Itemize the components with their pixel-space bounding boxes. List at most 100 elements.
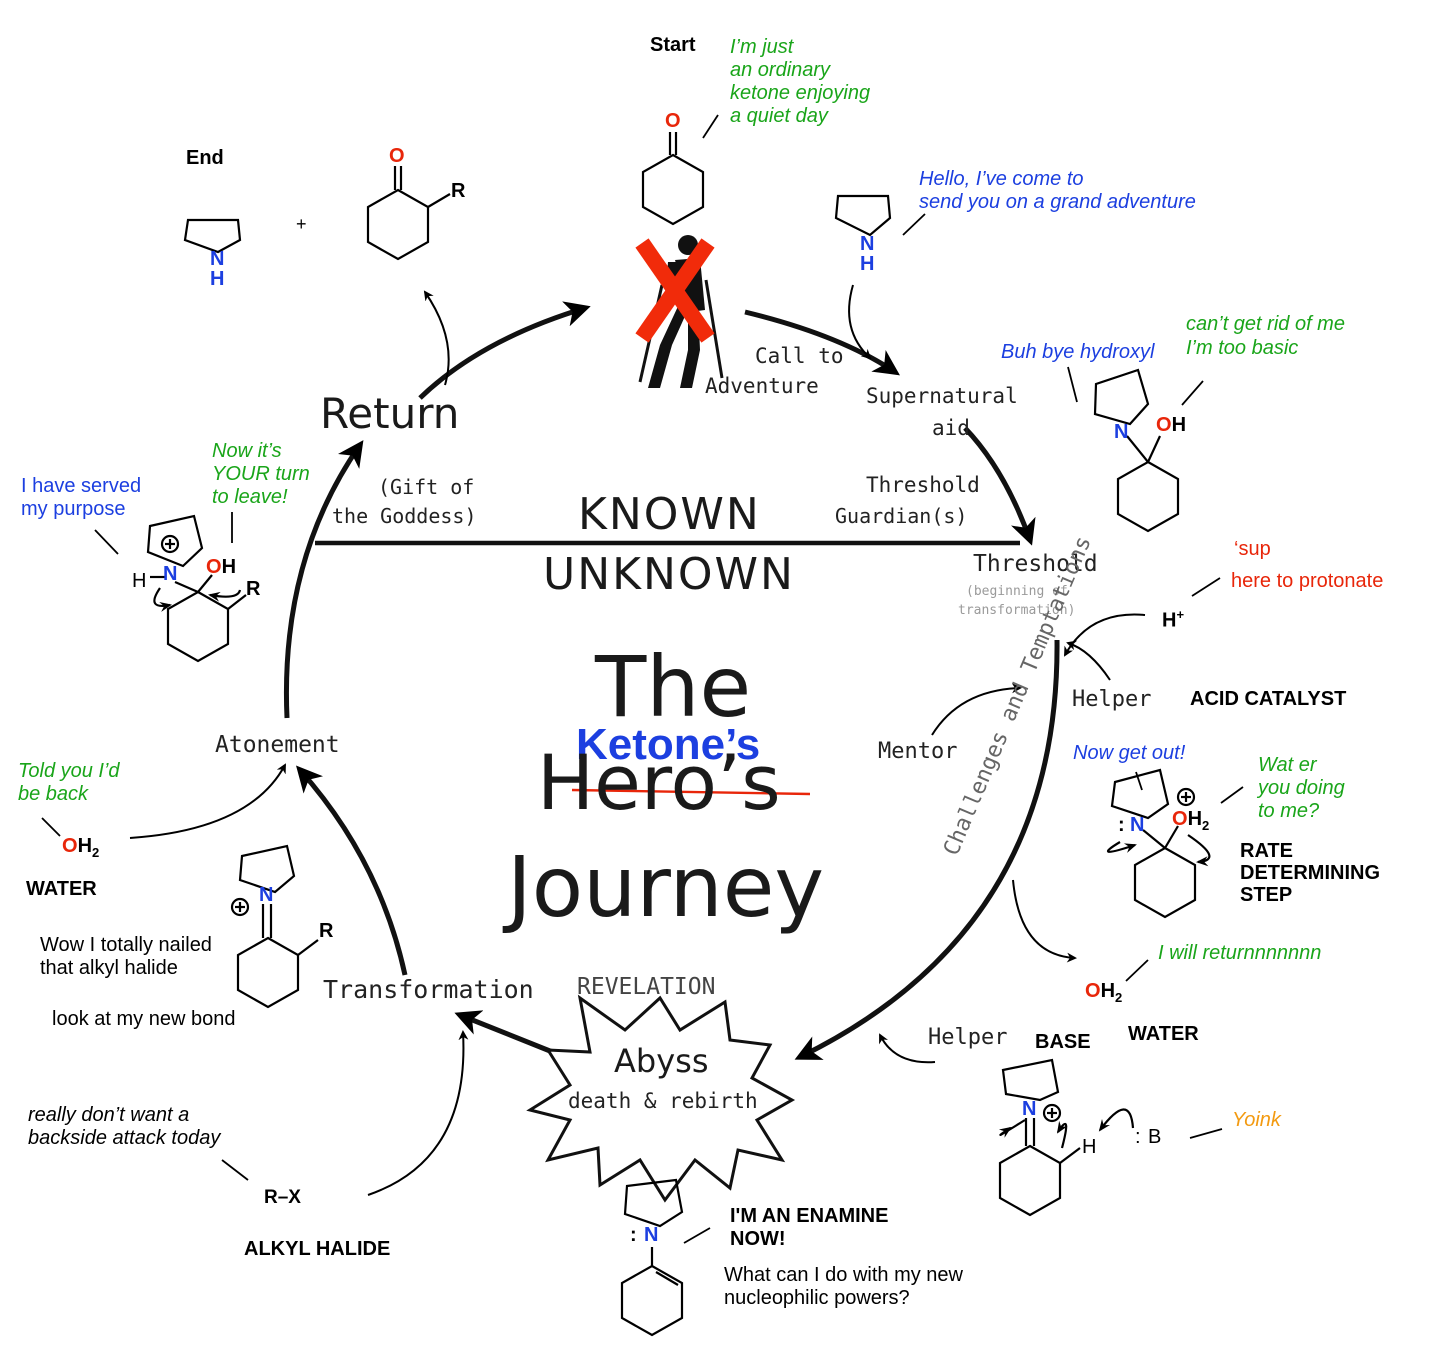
speech-line-backside [221, 1159, 249, 1181]
caption-your-turn-2: YOUR turn [212, 463, 310, 485]
title-journey: Journey [507, 838, 825, 936]
molecule-cyclohexanone-start [641, 132, 705, 226]
caption-cant-get-2: I’m too basic [1186, 337, 1299, 359]
label-end: End [186, 147, 224, 169]
atom-O-start: O [665, 110, 681, 132]
atom-O-water-left: O [62, 835, 78, 857]
atom-N-carbinolamine: N [1114, 421, 1129, 443]
caption-ordinary-1: I’m just [730, 36, 794, 58]
atom-R-alkylated: R [319, 920, 334, 942]
label-enamine-2: NOW! [730, 1228, 786, 1250]
speech-line-ordinary [702, 114, 719, 139]
title-ketones: Ketone’s [576, 720, 761, 769]
atom-O-wat: O [1172, 808, 1188, 830]
caption-what-can-1: What can I do with my new [724, 1264, 963, 1286]
caption-told-2: be back [18, 783, 89, 805]
arc-challenges [794, 639, 1060, 1060]
arc-return-to-start [418, 301, 591, 400]
caption-what-can-2: nucleophilic powers? [724, 1287, 910, 1309]
atom-water-right: OH2 [1085, 980, 1122, 1006]
label-revelation: REVELATION [577, 974, 716, 1000]
speech-line-return [1125, 959, 1149, 982]
label-base: BASE [1035, 1031, 1091, 1053]
title-the: The [595, 638, 752, 736]
speech-line-sup [1191, 577, 1221, 597]
label-gift-1: (Gift of [378, 475, 475, 499]
caption-protonate: here to protonate [1231, 570, 1384, 592]
label-threshold-guardian-1: Threshold [866, 473, 980, 497]
label-water-right: WATER [1128, 1023, 1199, 1045]
label-alkyl-halide: ALKYL HALIDE [244, 1238, 391, 1260]
caption-new-bond: look at my new bond [52, 1008, 236, 1030]
arrow-mentor [931, 683, 1022, 736]
caption-your-turn-3: to leave! [212, 486, 288, 508]
caption-wat-3: to me? [1258, 800, 1320, 822]
atom-O-carbinolamine: O [1156, 414, 1172, 436]
atom-water-left: OH2 [62, 835, 99, 861]
atom-proton-charge: + [1176, 607, 1185, 622]
caption-now-get-out: Now get out! [1073, 742, 1186, 764]
label-start: Start [650, 34, 696, 56]
atom-H-return-oh: H [221, 556, 237, 578]
caption-backside-1: really don’t want a [28, 1104, 190, 1126]
atom-OH2-wat: OH2 [1172, 808, 1209, 834]
label-atonement: Atonement [215, 732, 340, 758]
atom-N-enamine: N [644, 1224, 659, 1246]
caption-wat-1: Wat er [1258, 754, 1317, 776]
label-call-1: Call to [755, 344, 844, 368]
label-death-rebirth: death & rebirth [568, 1089, 758, 1113]
label-rate-2: DETERMINING [1240, 862, 1380, 884]
label-beginning-1: (beginning of [966, 584, 1068, 599]
label-water-left: WATER [26, 878, 97, 900]
label-rate-1: RATE [1240, 840, 1293, 862]
atom-OH-carbinolamine: OH [1156, 414, 1186, 436]
molecule-pyrrolidine-aid [834, 194, 892, 237]
label-beginning-2: transformation) [958, 603, 1076, 618]
label-mentor: Mentor [878, 739, 958, 764]
atom-proton: H+ [1162, 607, 1185, 632]
atom-N-base: N [1022, 1098, 1037, 1120]
atom-N-aid: N [860, 233, 875, 255]
molecule-iminium-base [998, 1058, 1135, 1217]
molecule-carbinolamine [1093, 368, 1180, 533]
molecule-alkyl-ketone-end [366, 166, 451, 261]
caption-backside-2: backside attack today [28, 1127, 221, 1149]
arrow-base-helper [879, 1033, 936, 1064]
atom-OH-return: OH [206, 556, 236, 578]
caption-yoink: Yoink [1232, 1109, 1281, 1131]
title-heros: Hero’s [537, 738, 781, 827]
arc-atonement-to-return [283, 440, 364, 719]
caption-told-1: Told you I’d [18, 760, 120, 782]
atom-H-return: H [132, 570, 147, 592]
charge-plus-wat [1176, 787, 1196, 807]
atom-H-water-left: H [77, 835, 93, 857]
arrow-helper-to-path [1066, 640, 1111, 681]
caption-your-turn-1: Now it’s [212, 440, 282, 462]
atom-colon-enamine: : [630, 1224, 637, 1246]
caption-served-1: I have served [21, 475, 142, 497]
atom-N-return: N [163, 563, 178, 585]
atom-O-water-right: O [1085, 980, 1101, 1002]
abyss-starburst [526, 994, 796, 1203]
label-helper-base: Helper [928, 1025, 1008, 1050]
caption-hello-2: send you on a grand adventure [919, 191, 1196, 213]
atom-O-return: O [206, 556, 222, 578]
atom-colon-base: : [1135, 1126, 1141, 1148]
caption-buh-bye: Buh bye hydroxyl [1001, 341, 1155, 363]
red-x-icon [635, 238, 715, 343]
speech-line-enamine [683, 1227, 711, 1244]
atom-H-water-right: H [1100, 980, 1116, 1002]
arc-transformation-to-atonement [296, 765, 408, 976]
atom-N-wat: N [1130, 814, 1145, 836]
caption-cant-get-1: can’t get rid of me [1186, 313, 1345, 335]
speech-line-yoink [1189, 1128, 1223, 1139]
atom-N-end: N [210, 248, 225, 270]
atom-R-end: R [451, 180, 466, 202]
atom-H-carbinolamine: H [1171, 414, 1187, 436]
label-enamine-1: I'M AN ENAMINE [730, 1205, 889, 1227]
molecule-enamine [620, 1178, 684, 1337]
atom-H-aid: H [860, 253, 875, 275]
caption-sup: ‘sup [1234, 538, 1271, 560]
atom-sub-wat: 2 [1202, 818, 1210, 833]
